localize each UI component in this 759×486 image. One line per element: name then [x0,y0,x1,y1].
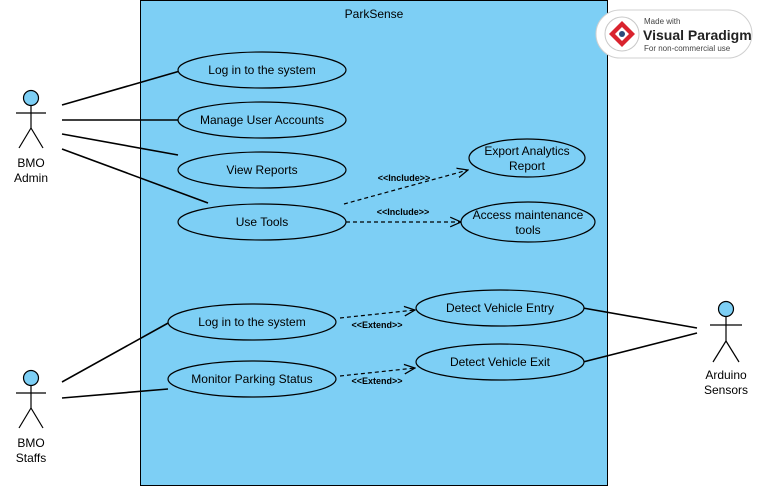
actor-bmo-staffs-line1: BMO [17,436,44,450]
usecase-monitor-parking-label: Monitor Parking Status [191,372,312,386]
extend-entry-arrow [339,310,415,319]
usecase-use-tools[interactable]: Use Tools [177,203,347,241]
usecase-manage-users-label: Manage User Accounts [200,113,324,127]
extend-entry-label: <<Extend>> [351,320,402,330]
actor-figure-icon [710,300,742,363]
actor-figure-icon [16,89,46,149]
actor-arduino-line1: Arduino [705,368,747,382]
usecase-export-analytics[interactable]: Export Analytics Report [468,138,586,178]
usecase-detect-entry[interactable]: Detect Vehicle Entry [415,289,585,327]
actor-figure-icon [16,369,46,429]
actor-bmo-staffs[interactable]: BMO Staffs [16,369,46,466]
include-export-arrow [343,170,468,205]
actor-bmo-staffs-line2: Staffs [16,451,46,465]
actor-arduino-sensors[interactable]: Arduino Sensors [704,300,748,398]
assoc-arduino-entry [582,307,698,329]
actor-arduino-line2: Sensors [704,383,748,397]
assoc-admin-login [61,70,181,106]
usecase-use-tools-label: Use Tools [236,215,288,229]
usecase-admin-login[interactable]: Log in to the system [177,51,347,89]
usecase-staff-login[interactable]: Log in to the system [167,303,337,341]
actor-bmo-admin[interactable]: BMO Admin [14,89,48,186]
usecase-export-analytics-line2: Report [509,159,546,173]
assoc-staff-monitor [61,388,169,399]
usecase-detect-exit[interactable]: Detect Vehicle Exit [415,343,585,381]
usecase-detect-entry-label: Detect Vehicle Entry [446,301,554,315]
usecase-export-analytics-line1: Export Analytics [484,144,569,158]
usecase-detect-exit-label: Detect Vehicle Exit [450,355,551,369]
visual-paradigm-watermark: Made with Visual Paradigm For non-commer… [595,9,753,59]
assoc-arduino-exit [582,332,698,363]
watermark-brand: Visual Paradigm [643,27,752,43]
assoc-staff-login [61,321,171,383]
watermark-note: For non-commercial use [644,44,731,53]
usecase-view-reports[interactable]: View Reports [177,151,347,189]
visual-paradigm-logo-icon [604,16,640,52]
usecase-admin-login-label: Log in to the system [208,63,315,77]
include-maintenance-label: <<Include>> [377,207,430,217]
usecase-manage-users[interactable]: Manage User Accounts [177,101,347,139]
usecase-monitor-parking[interactable]: Monitor Parking Status [167,360,337,398]
usecase-access-maintenance[interactable]: Access maintenance tools [460,201,596,243]
actor-bmo-admin-line1: BMO [17,156,44,170]
watermark-made-with: Made with [644,17,680,26]
actor-bmo-admin-line2: Admin [14,171,48,185]
system-title: ParkSense [345,7,404,21]
usecase-view-reports-label: View Reports [226,163,297,177]
extend-exit-arrow [339,368,415,377]
include-export-label: <<Include>> [378,173,431,183]
assoc-admin-reports [61,133,179,156]
extend-exit-label: <<Extend>> [351,376,402,386]
assoc-admin-tools [61,148,209,204]
usecase-staff-login-label: Log in to the system [198,315,305,329]
usecase-access-maintenance-line1: Access maintenance [473,208,584,222]
usecase-access-maintenance-line2: tools [515,223,540,237]
